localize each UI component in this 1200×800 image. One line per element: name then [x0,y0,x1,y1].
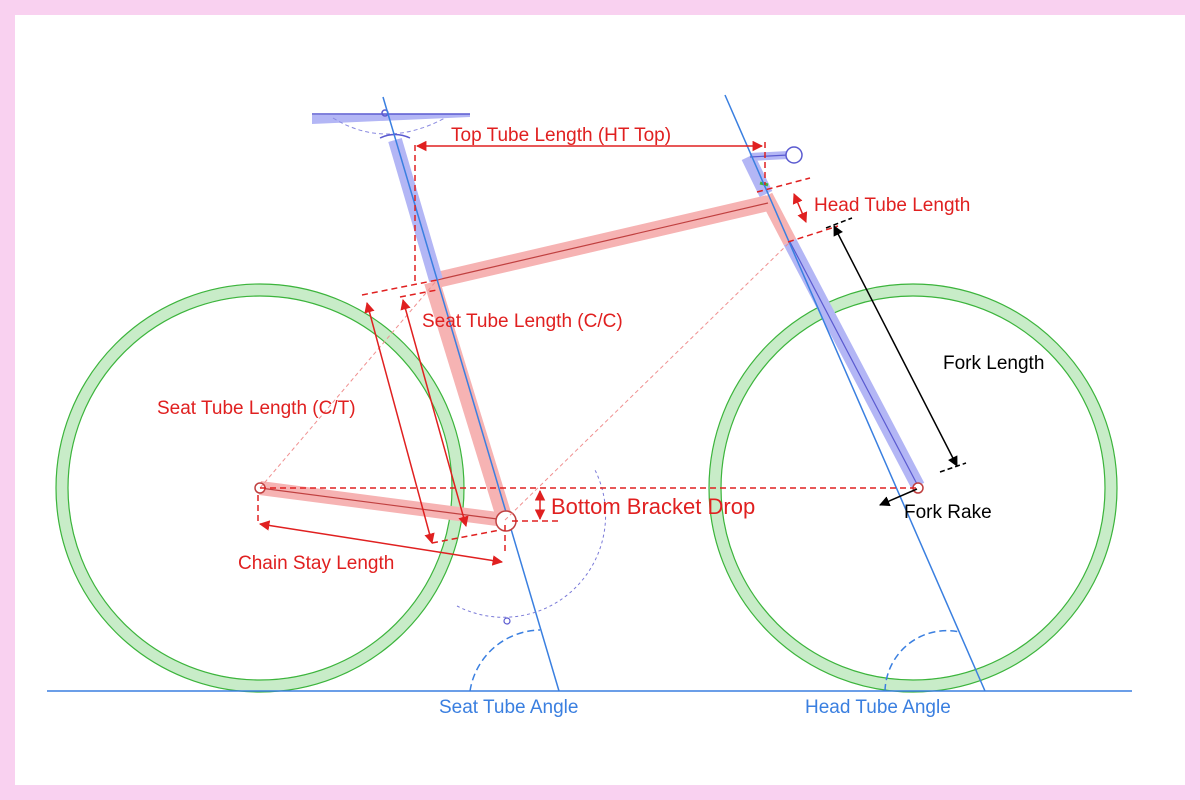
seatpost-highlight [312,109,470,282]
crank-arc [456,469,607,618]
dimension-arrows [258,140,808,566]
fork-dimension-arrows [825,217,967,507]
seat-tube-length-ct-label: Seat Tube Length (C/T) [157,398,356,419]
head-tube-length-label: Head Tube Length [814,195,970,216]
fork-rake-label: Fork Rake [904,502,992,523]
chain-stay-length-label: Chain Stay Length [238,553,394,574]
seat-tube-axis [382,96,560,692]
head-tube-axis [724,94,986,692]
frame-centerlines [259,202,769,521]
head-tube-angle-label: Head Tube Angle [805,697,951,718]
fork-length-label: Fork Length [943,353,1044,374]
bottom-bracket-drop-label: Bottom Bracket Drop [551,494,755,519]
seat-tube-angle-label: Seat Tube Angle [439,697,578,718]
top-tube-length-label: Top Tube Length (HT Top) [451,125,671,146]
seat-tube-length-cc-label: Seat Tube Length (C/C) [422,311,623,332]
pedal-marker [503,617,511,625]
head-tube-angle-arc [884,629,961,692]
seat-tube-angle-arc [469,629,541,692]
